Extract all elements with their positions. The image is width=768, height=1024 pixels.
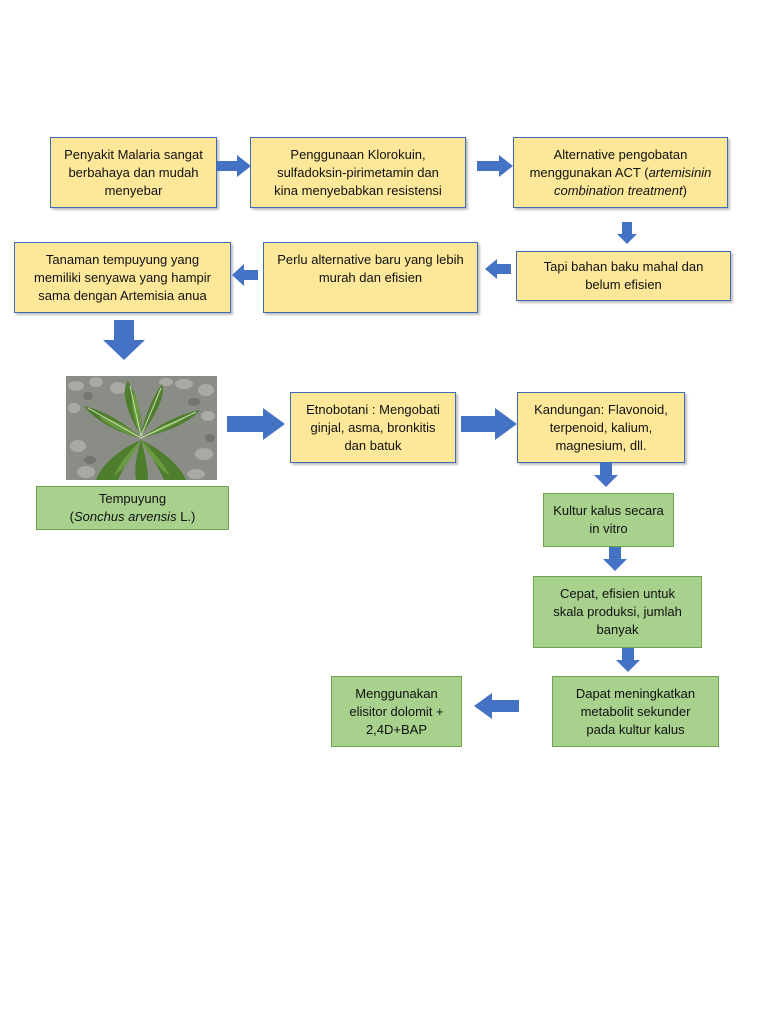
plant-photo — [66, 376, 217, 480]
node-act-line3-text: ) — [682, 182, 687, 198]
node-etnobotani-line: Etnobotani : Mengobati — [306, 401, 440, 417]
arrow-down-icon — [594, 463, 618, 487]
node-kandungan-line: terpenoid, kalium, — [549, 419, 653, 435]
node-act-line2-italic: artemisinin — [648, 164, 712, 180]
node-malaria: Penyakit Malaria sangat berbahaya dan mu… — [50, 137, 217, 208]
node-act-line3: combination treatment) — [530, 182, 712, 200]
node-kultur-line: in vitro — [589, 521, 628, 536]
node-malaria-line: Penyakit Malaria sangat — [64, 146, 203, 162]
arrow-down-icon — [103, 320, 145, 360]
node-elisitor-line: elisitor dolomit + — [349, 703, 444, 719]
arrow-right-icon — [227, 408, 285, 440]
arrow-right-icon — [477, 155, 513, 177]
node-klorokuin-line: kina menyebabkan resistensi — [274, 182, 442, 198]
node-meningkatkan-line: metabolit sekunder — [580, 703, 691, 719]
node-elisitor: Menggunakan elisitor dolomit + 2,4D+BAP — [331, 676, 462, 747]
node-malaria-line: berbahaya dan mudah — [68, 164, 199, 180]
arrow-left-icon — [485, 259, 511, 279]
arrow-right-icon — [461, 408, 517, 440]
node-klorokuin-line: Penggunaan Klorokuin, — [290, 146, 426, 162]
node-etnobotani-line: ginjal, asma, bronkitis — [310, 419, 436, 435]
node-cepat-line: skala produksi, jumlah — [553, 604, 682, 619]
node-act-line1: Alternative pengobatan — [553, 146, 688, 162]
node-kultur-line: Kultur kalus secara — [553, 503, 664, 518]
node-cepat: Cepat, efisien untuk skala produksi, jum… — [533, 576, 702, 648]
arrow-left-icon — [474, 693, 519, 719]
node-tempuyung-line2: (Sonchus arvensis L.) — [70, 508, 196, 526]
arrow-left-icon — [232, 264, 258, 286]
node-mahal: Tapi bahan baku mahal dan belum efisien — [516, 251, 731, 301]
node-kultur: Kultur kalus secara in vitro — [543, 493, 674, 547]
node-elisitor-line: Menggunakan — [355, 685, 438, 701]
node-tempuyung-species: Sonchus arvensis — [73, 509, 177, 524]
node-tanaman: Tanaman tempuyung yang memiliki senyawa … — [14, 242, 231, 313]
node-cepat-line: banyak — [596, 622, 639, 637]
node-etnobotani-line: dan batuk — [344, 437, 402, 453]
sonchus-arvensis-plant-icon — [66, 376, 217, 480]
node-malaria-line: menyebar — [104, 182, 163, 198]
node-meningkatkan-line: pada kultur kalus — [586, 721, 685, 737]
node-act: Alternative pengobatan menggunakan ACT (… — [513, 137, 728, 208]
arrow-right-icon — [217, 155, 251, 177]
node-meningkatkan-line: Dapat meningkatkan — [575, 685, 696, 701]
node-meningkatkan: Dapat meningkatkan metabolit sekunder pa… — [552, 676, 719, 747]
node-elisitor-line: 2,4D+BAP — [365, 721, 428, 737]
node-perlu-line: murah dan efisien — [318, 270, 423, 285]
node-tempuyung-line1: Tempuyung — [98, 491, 167, 506]
node-kandungan-line: Kandungan: Flavonoid, — [534, 401, 668, 417]
node-etnobotani: Etnobotani : Mengobati ginjal, asma, bro… — [290, 392, 456, 463]
node-act-line2: menggunakan ACT (artemisinin — [530, 164, 712, 182]
node-tanaman-line: sama dengan Artemisia anua — [38, 287, 207, 303]
node-tempuyung-author: L.) — [176, 509, 196, 524]
node-perlu: Perlu alternative baru yang lebih murah … — [263, 242, 478, 313]
node-tanaman-line: memiliki senyawa yang hampir — [33, 269, 211, 285]
node-tanaman-line: Tanaman tempuyung yang — [45, 251, 200, 267]
node-perlu-line: Perlu alternative baru yang lebih — [277, 252, 464, 267]
node-tempuyung: Tempuyung (Sonchus arvensis L.) — [36, 486, 229, 530]
node-mahal-line: Tapi bahan baku mahal dan — [543, 259, 704, 274]
node-kandungan: Kandungan: Flavonoid, terpenoid, kalium,… — [517, 392, 685, 463]
arrow-down-icon — [603, 547, 627, 571]
arrow-down-icon — [616, 648, 640, 672]
node-mahal-line: belum efisien — [585, 277, 662, 292]
node-act-line3-italic: combination treatment — [554, 182, 683, 198]
node-cepat-line: Cepat, efisien untuk — [560, 586, 675, 601]
node-kandungan-line: magnesium, dll. — [555, 437, 647, 453]
node-klorokuin-line: sulfadoksin-pirimetamin dan — [277, 164, 439, 180]
node-act-line2-text: menggunakan ACT ( — [529, 164, 649, 180]
arrow-down-icon — [617, 222, 637, 244]
node-klorokuin: Penggunaan Klorokuin, sulfadoksin-pirime… — [250, 137, 466, 208]
node-tempuyung-paren: ( — [69, 509, 74, 524]
